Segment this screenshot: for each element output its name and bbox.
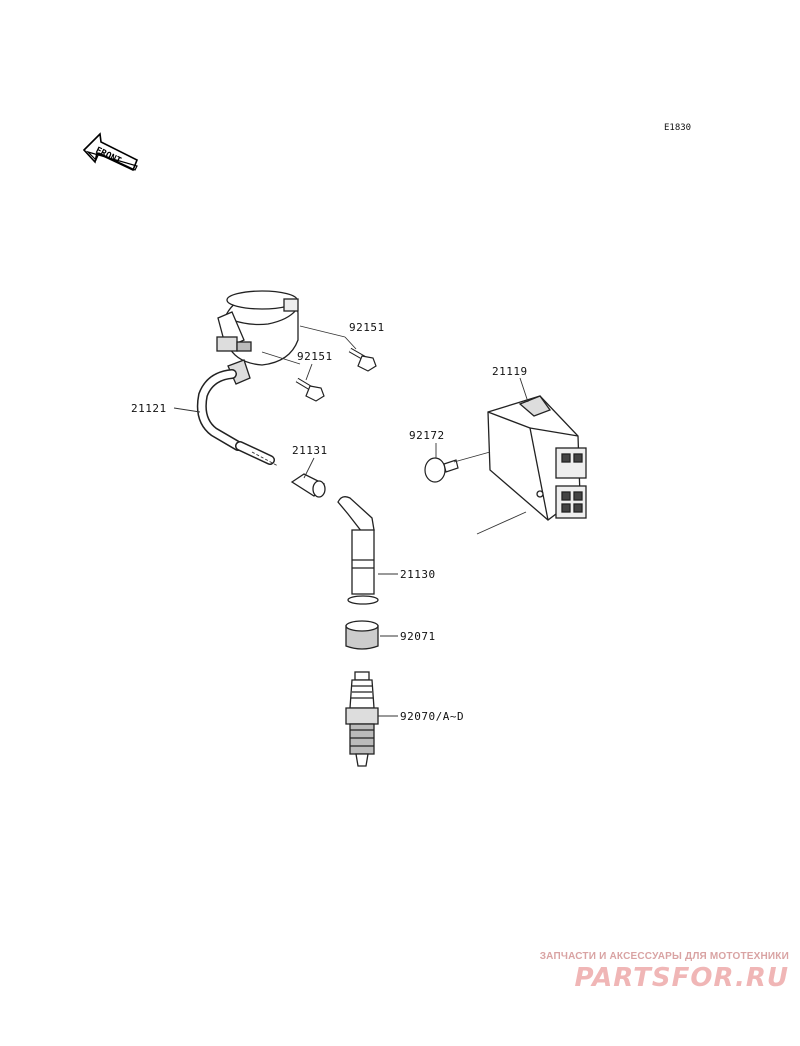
front-arrow-icon: FRONT [82, 132, 139, 172]
part-label-21130: 21130 [400, 568, 436, 581]
part-label-21121: 21121 [131, 402, 167, 415]
spark-plug-cap-drawing [337, 496, 379, 605]
part-label-21131: 21131 [292, 444, 328, 457]
watermark-tagline: ЗАПЧАСТИ И АКСЕССУАРЫ ДЛЯ МОТОТЕХНИКИ [539, 951, 789, 962]
igniter-unit-drawing [487, 395, 587, 521]
bolt-92151-lower-drawing [295, 377, 325, 402]
leader-lines [173, 325, 529, 717]
seal-drawing [345, 620, 379, 650]
plug-cap-terminal-drawing [290, 473, 326, 498]
part-label-21119: 21119 [492, 365, 528, 378]
spark-plug-drawing [345, 671, 379, 767]
screw-92172-drawing [424, 457, 459, 483]
ignition-coil-drawing [196, 290, 299, 465]
part-label-92151-upper: 92151 [349, 321, 385, 334]
part-label-92071: 92071 [400, 630, 436, 643]
part-label-92172: 92172 [409, 429, 445, 442]
watermark-logo: PARTSFOR.RU [574, 963, 789, 993]
part-label-92070: 92070/A~D [400, 710, 464, 723]
part-label-92151-lower: 92151 [297, 350, 333, 363]
diagram-code: E1830 [664, 123, 691, 133]
bolt-92151-upper-drawing [348, 347, 377, 372]
